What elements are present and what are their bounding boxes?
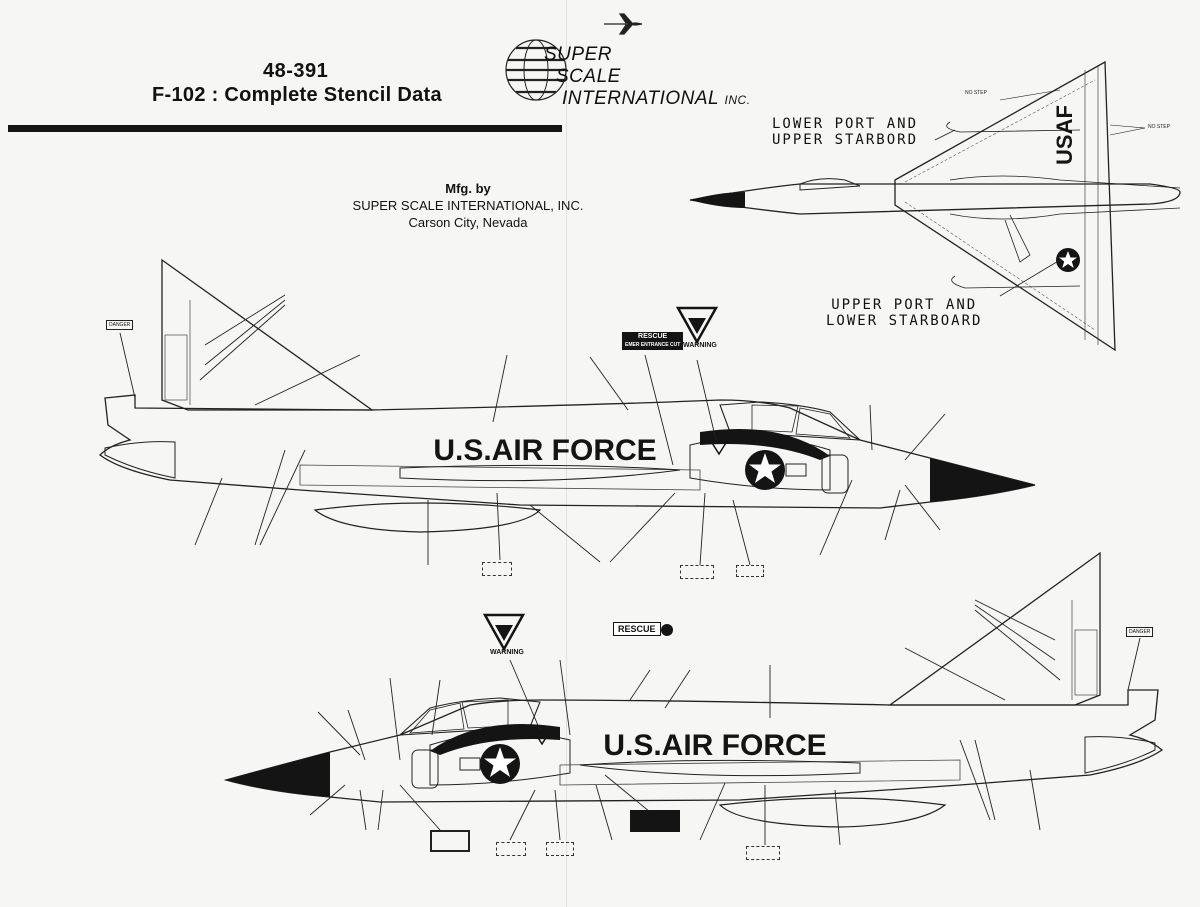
plan-usaf-marking: USAF bbox=[1052, 105, 1077, 165]
logo-inc-text: INC. bbox=[724, 93, 751, 107]
mfg-name: SUPER SCALE INTERNATIONAL, INC. bbox=[352, 198, 584, 213]
plan-no-step-2: NO STEP bbox=[1148, 124, 1170, 130]
brand-logo: SUPER SCALE INTERNATIONAL INC. bbox=[496, 8, 766, 118]
plan-label-upper-port: UPPER PORT AND LOWER STARBOARD bbox=[826, 297, 982, 329]
manufacturer-block: Mfg. by SUPER SCALE INTERNATIONAL, INC. … bbox=[318, 180, 618, 231]
page-title: F-102 : Complete Stencil Data bbox=[152, 84, 442, 106]
product-number: 48-391 bbox=[263, 60, 329, 82]
jet-icon bbox=[604, 13, 643, 35]
plan-no-step-1: NO STEP bbox=[965, 90, 987, 96]
port-stencil-box-3 bbox=[736, 565, 764, 577]
port-rescue-label: RESCUE bbox=[638, 333, 668, 340]
plan-label-lower-port-line2: UPPER STARBORD bbox=[772, 132, 919, 148]
plan-label-lower-port-line1: LOWER PORT AND bbox=[772, 116, 919, 132]
plan-label-lower-port: LOWER PORT AND UPPER STARBORD bbox=[772, 116, 918, 148]
starboard-stencil-box-1 bbox=[430, 830, 470, 852]
port-usaf-marking: U.S.AIR FORCE bbox=[433, 434, 656, 467]
port-rescue-stencil: RESCUE EMER ENTRANCE CUT bbox=[622, 332, 684, 350]
port-stencil-box-1 bbox=[482, 562, 512, 576]
port-danger-stencil: DANGER bbox=[106, 320, 134, 330]
starboard-stencil-box-3 bbox=[546, 842, 574, 856]
starboard-stencil-box-2 bbox=[496, 842, 526, 856]
starboard-stencil-box-4 bbox=[746, 846, 780, 860]
logo-line-international: INTERNATIONAL INC. bbox=[562, 88, 751, 110]
globe-icon bbox=[505, 13, 643, 101]
starboard-danger-stencil: DANGER bbox=[1126, 627, 1154, 637]
port-stencil-box-2 bbox=[680, 565, 714, 579]
starboard-warning-label: WARNING bbox=[490, 649, 524, 656]
header-divider bbox=[8, 125, 562, 132]
logo-line-scale: SCALE bbox=[556, 66, 621, 87]
sheet-fold-line bbox=[566, 0, 567, 907]
mfg-location: Carson City, Nevada bbox=[408, 215, 528, 230]
logo-line-super: SUPER bbox=[544, 44, 612, 65]
plan-label-upper-port-line1: UPPER PORT AND bbox=[831, 297, 978, 313]
logo-international-text: INTERNATIONAL bbox=[562, 88, 719, 109]
plan-label-upper-port-line2: LOWER STARBOARD bbox=[826, 313, 983, 329]
port-warning-label: WARNING bbox=[683, 342, 717, 349]
port-rescue-sub: EMER ENTRANCE CUT bbox=[625, 342, 681, 348]
mfg-label: Mfg. by bbox=[445, 181, 491, 196]
starboard-usaf-marking: U.S.AIR FORCE bbox=[603, 729, 826, 762]
starboard-black-stencil bbox=[630, 810, 680, 832]
starboard-rescue-stencil: RESCUE bbox=[613, 622, 661, 636]
